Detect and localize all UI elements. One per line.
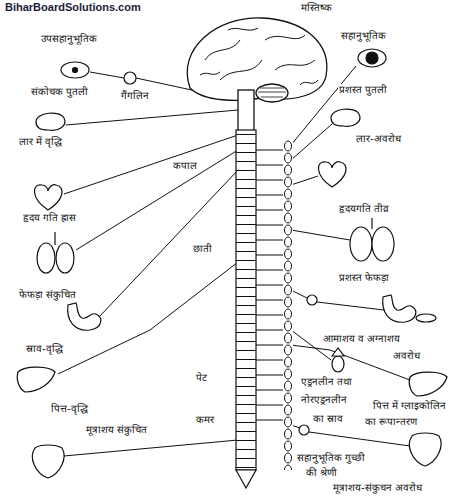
spinal-cord-tip <box>236 470 256 488</box>
part-label: प्रशस्त फेफड़ा <box>338 272 390 284</box>
brain-outline <box>187 18 327 100</box>
part-label: मूत्राशय संकुचित <box>85 424 148 436</box>
heart <box>318 162 346 187</box>
part-label: का स्राव <box>312 413 344 425</box>
lung <box>56 243 74 273</box>
pancreas <box>416 314 436 322</box>
adrenal-gland <box>332 348 344 356</box>
trachea <box>371 218 372 229</box>
salivary-gland <box>331 109 360 126</box>
part-label: प्रशस्त पुतली <box>338 84 388 96</box>
nerve-line <box>76 150 238 250</box>
bladder <box>409 433 441 466</box>
lung <box>37 243 55 273</box>
part-label: अवरोध <box>392 350 421 362</box>
eye <box>358 49 386 67</box>
part-label: लार-अवरोध <box>355 133 402 145</box>
nerve-line <box>291 290 384 310</box>
part-label: पेट <box>195 372 208 384</box>
part-label: कपाल <box>172 160 198 172</box>
part-label: का रूपान्तरण <box>364 416 418 428</box>
nerve-line <box>291 124 332 160</box>
part-label: मूत्राशय-संकुचन अवरोध <box>332 482 423 494</box>
ganglion-chain <box>283 140 293 470</box>
salivary-gland <box>36 113 65 130</box>
nerve-line <box>64 440 238 456</box>
part-label: मस्तिष्क <box>300 2 333 14</box>
cerebellum-folds <box>258 88 286 97</box>
ganglion <box>299 425 309 435</box>
part-label: गैंगलिन <box>120 90 150 102</box>
pupil-constricted <box>73 68 78 73</box>
part-label: की श्रेणी <box>305 467 338 479</box>
kidney <box>332 356 344 372</box>
nerve-line <box>256 150 285 420</box>
part-label: संकोचक पुतली <box>30 86 89 98</box>
nerve-lines <box>58 66 410 456</box>
spinal-cord-column <box>236 130 256 470</box>
sympathetic-chain <box>283 140 293 470</box>
nerve-line <box>291 176 318 185</box>
ganglia <box>124 72 317 435</box>
part-label: छाती <box>192 243 213 255</box>
trachea <box>54 232 55 245</box>
liver <box>409 372 447 396</box>
part-label: कमर <box>195 414 215 426</box>
brain-stem <box>238 90 254 132</box>
watermark: BiharBoardSolutions.com <box>4 1 142 13</box>
nerve-line <box>100 170 238 316</box>
part-label: स्राव-वृद्धि <box>25 343 64 355</box>
part-label: लार में वृद्धि <box>18 136 63 148</box>
part-label: सहानुभूतिक <box>340 30 387 42</box>
part-label: पित्त में ग्लाइकोलिन <box>372 400 447 412</box>
nerve-line <box>64 135 238 194</box>
nerve-line <box>291 230 350 240</box>
part-label: हृदयगति तीव्र <box>338 203 390 215</box>
heart <box>34 185 62 210</box>
ganglion <box>307 295 317 305</box>
stomach <box>68 303 101 330</box>
part-label: एड्रनलीन तथा <box>300 376 353 388</box>
pupil-dilated <box>366 52 378 64</box>
part-label: आमाशय व अग्नाशय <box>322 333 401 345</box>
organs-left <box>17 62 101 478</box>
nerve-line <box>66 110 238 125</box>
spinal-cord <box>236 130 256 488</box>
part-label: फेफड़ा संकुचित <box>18 289 77 301</box>
part-label: उपसहानुभूतिक <box>40 33 98 45</box>
lung <box>372 227 394 261</box>
nerve-line <box>291 425 410 446</box>
part-label: पित्त-वृद्धि <box>50 403 89 415</box>
stomach <box>383 295 416 322</box>
brain <box>187 18 327 132</box>
part-label: नोरएड्रनलीन <box>300 394 348 406</box>
ganglion <box>124 72 136 84</box>
nerve-line <box>58 262 238 374</box>
part-label: हृदय गति ह्रास <box>22 212 77 224</box>
part-label: सहानुभूतिक गुच्छी <box>296 452 366 464</box>
cerebellum <box>256 84 288 102</box>
brain-gyri <box>200 28 318 85</box>
liver <box>17 367 55 392</box>
bladder <box>32 445 64 478</box>
eye <box>61 62 89 78</box>
lung <box>350 227 372 261</box>
